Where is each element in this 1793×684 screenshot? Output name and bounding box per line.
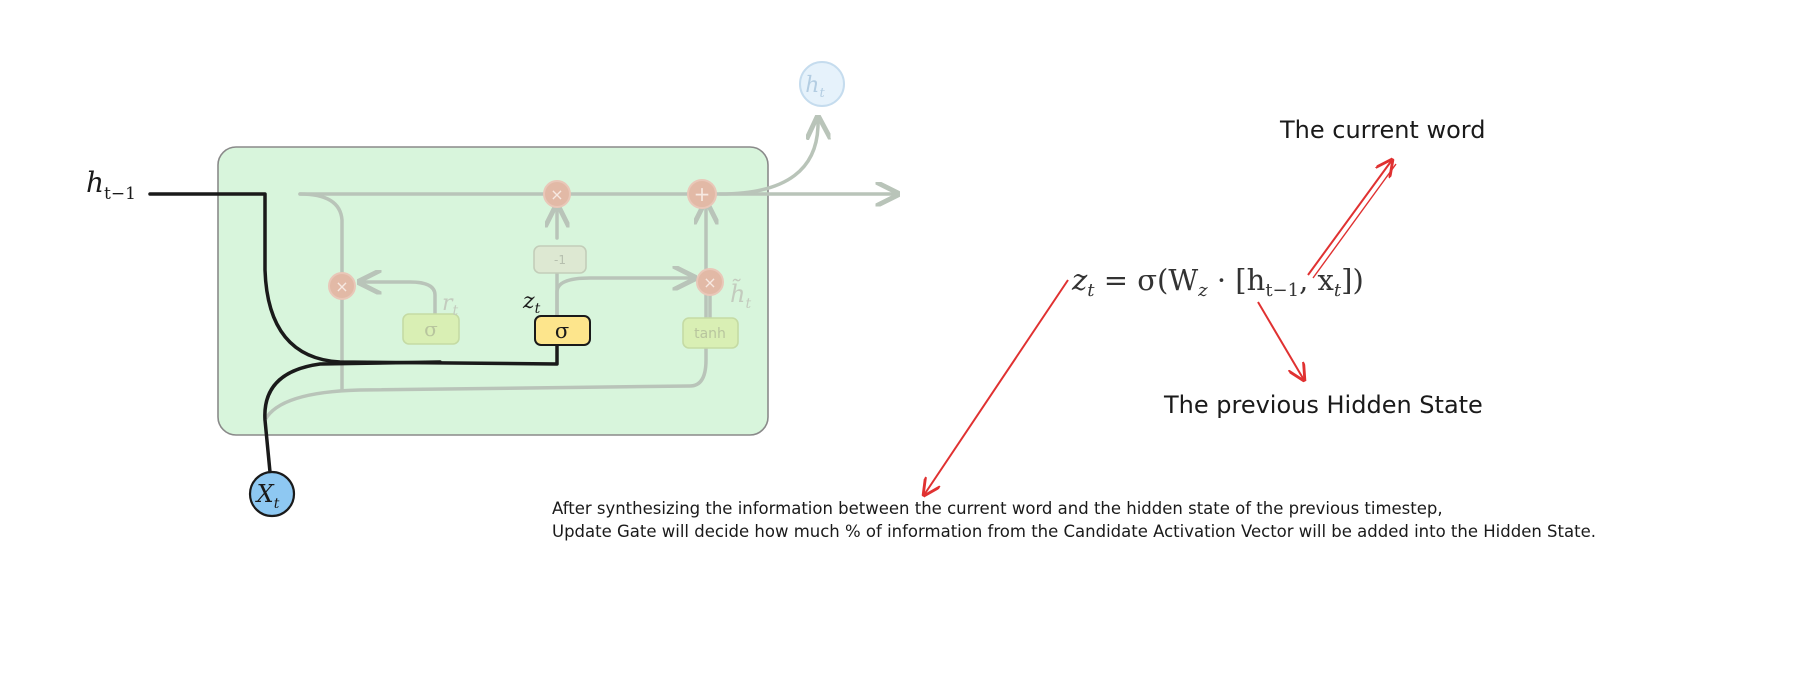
add-operator: + xyxy=(687,179,717,209)
update-gate-equation: zt = σ(Wz · [ht−1, xt]) xyxy=(1071,263,1364,301)
multiply-operator-candidate: × xyxy=(696,268,724,296)
svg-text:Xt: Xt xyxy=(255,480,280,512)
svg-text:σ: σ xyxy=(555,319,569,343)
x-input-node: Xt xyxy=(248,470,296,518)
multiply-operator-reset: × xyxy=(328,272,356,300)
svg-text:×: × xyxy=(550,185,563,204)
update-gate-sigmoid: σ xyxy=(534,315,591,346)
svg-text:ht: ht xyxy=(805,73,825,101)
arrow-to-previous-hidden-state xyxy=(1257,301,1304,380)
current-word-annotation: The current word xyxy=(1279,116,1485,144)
svg-text:tanh: tanh xyxy=(694,326,726,342)
arrow-to-description xyxy=(924,279,1069,495)
r-gate-label: rt xyxy=(442,291,459,319)
tanh-gate: tanh xyxy=(682,317,739,349)
active-paths xyxy=(148,192,559,474)
svg-text:-1: -1 xyxy=(554,253,566,267)
gru-cell xyxy=(217,146,769,436)
h-tilde-label: h̃t xyxy=(730,279,751,312)
add-symbol: + xyxy=(694,182,711,206)
z-gate-label: zt xyxy=(522,289,541,317)
svg-text:σ: σ xyxy=(424,317,438,341)
h-output-node: ht xyxy=(799,61,845,107)
reset-gate-sigmoid: σ xyxy=(402,313,460,345)
annotation-arrows xyxy=(924,160,1397,495)
previous-hidden-state-annotation: The previous Hidden State xyxy=(1163,391,1483,419)
description-line-1: After synthesizing the information betwe… xyxy=(552,499,1443,518)
faded-paths xyxy=(263,120,895,422)
h-prev-label: ht−1 xyxy=(86,166,136,204)
multiply-operator-top: × xyxy=(543,180,571,208)
arrow-to-current-word xyxy=(1307,160,1392,276)
one-minus-box: -1 xyxy=(533,245,587,274)
description-line-2: Update Gate will decide how much % of in… xyxy=(552,522,1596,541)
multiply-symbol: × xyxy=(335,277,348,296)
svg-text:×: × xyxy=(703,273,716,292)
